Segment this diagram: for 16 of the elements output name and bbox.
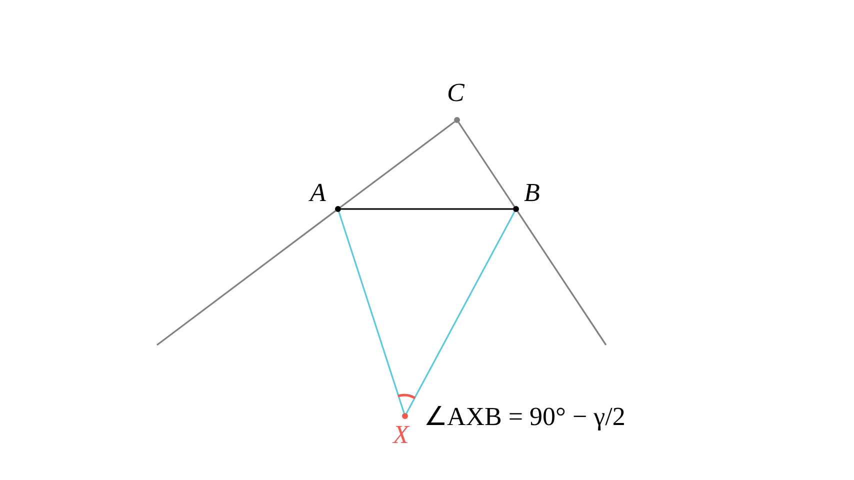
line-segment [338,212,405,414]
point-label: A [310,180,326,206]
line-segment [516,211,607,346]
point [454,117,460,123]
line-segment [406,211,516,414]
line-segment [341,208,513,210]
point-label: C [447,80,464,106]
point [402,413,408,419]
line-segment [340,121,456,208]
line-segment [458,122,515,207]
point-label: X [393,422,409,448]
angle-formula: ∠AXB = 90° − γ/2 [424,404,626,430]
line-segment [156,210,336,346]
point [335,206,341,212]
point-label: B [524,180,540,206]
point [513,206,519,212]
